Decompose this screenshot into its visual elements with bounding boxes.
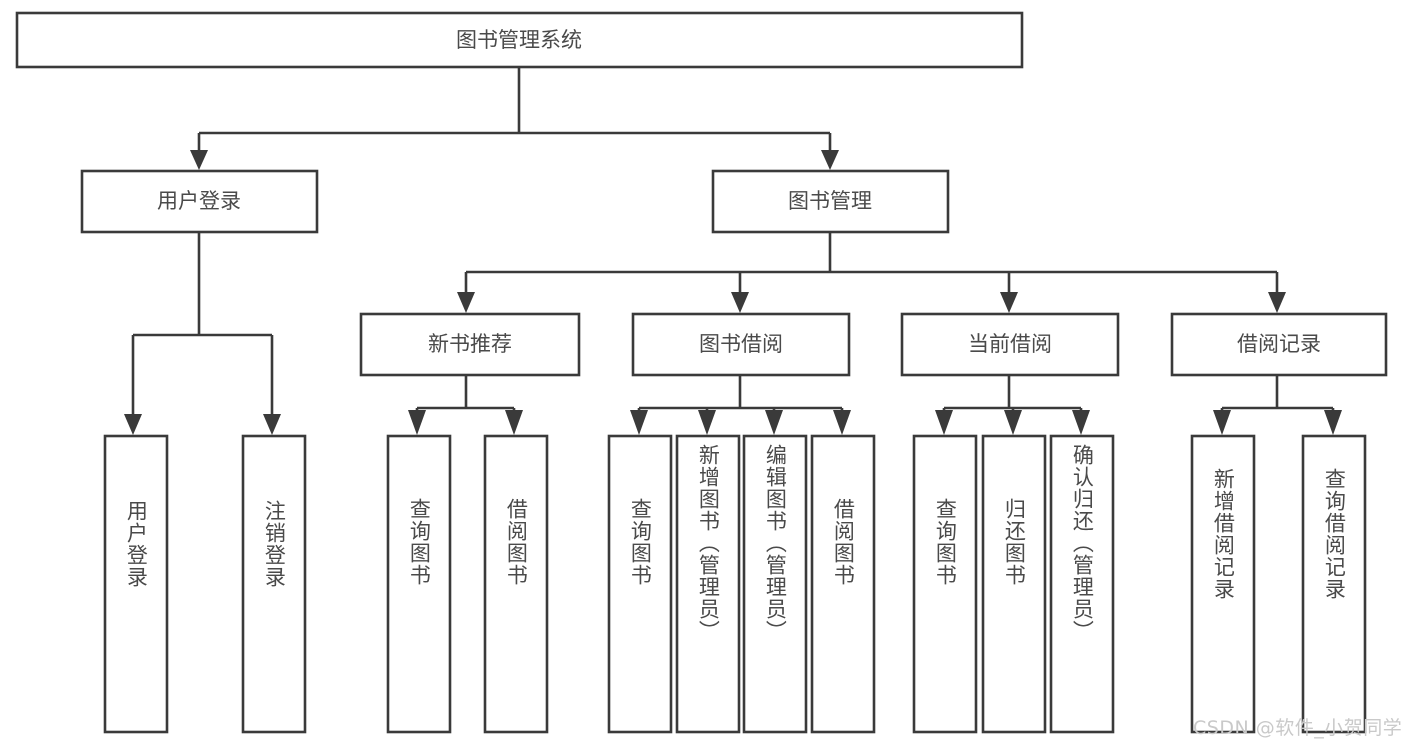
- node-leaf-query-book-2-box[interactable]: [607, 434, 673, 734]
- node-book-manage-box[interactable]: [711, 169, 950, 234]
- arrow-book-borrow-leaf-2: [698, 410, 716, 435]
- arrow-borrow-record-leaf-1: [1213, 410, 1231, 435]
- node-user-login[interactable]: 用户登录: [80, 169, 319, 234]
- node-current-borrow-label: 当前借阅: [968, 332, 1052, 356]
- node-user-login-box[interactable]: [80, 169, 319, 234]
- node-leaf-confirm-return-box[interactable]: [1049, 434, 1115, 734]
- node-borrow-record-label: 借阅记录: [1237, 332, 1321, 356]
- node-book-manage[interactable]: 图书管理: [711, 169, 950, 234]
- node-borrow-record-box[interactable]: [1170, 312, 1388, 377]
- node-leaf-query-book-3-box[interactable]: [912, 434, 978, 734]
- arrow-root-to-user-login: [190, 150, 208, 170]
- node-leaf-logout-box[interactable]: [241, 434, 307, 734]
- arrow-book-borrow-leaf-1: [630, 410, 648, 435]
- arrow-book-manage-borrow-record: [1268, 292, 1286, 313]
- connector-layer: [124, 67, 1342, 435]
- node-new-book-recommend-label: 新书推荐: [428, 332, 512, 356]
- arrow-current-borrow-leaf-1: [935, 410, 953, 435]
- node-leaf-borrow-book-1-box[interactable]: [483, 434, 549, 734]
- arrow-current-borrow-leaf-2: [1004, 410, 1022, 435]
- node-user-login-label: 用户登录: [157, 189, 241, 213]
- arrow-book-borrow-leaf-3: [765, 410, 783, 435]
- node-leaf-add-record-box[interactable]: [1190, 434, 1256, 734]
- arrow-book-manage-new-book: [457, 292, 475, 313]
- node-new-book-recommend-box[interactable]: [359, 312, 581, 377]
- node-book-borrow[interactable]: 图书借阅: [631, 312, 851, 377]
- node-book-borrow-box[interactable]: [631, 312, 851, 377]
- node-root-box[interactable]: [15, 11, 1024, 69]
- arrow-user-login-leaf-1: [124, 414, 142, 435]
- node-book-borrow-label: 图书借阅: [699, 332, 783, 356]
- arrow-user-login-leaf-2: [263, 414, 281, 435]
- watermark-text: CSDN @软件_小贺同学: [1193, 717, 1403, 739]
- arrow-book-manage-current-borrow: [1000, 292, 1018, 313]
- arrow-new-book-leaf-1: [408, 410, 426, 435]
- node-book-manage-label: 图书管理: [788, 189, 872, 213]
- node-leaf-query-book-1-box[interactable]: [386, 434, 452, 734]
- node-current-borrow[interactable]: 当前借阅: [900, 312, 1120, 377]
- arrow-new-book-leaf-2: [505, 410, 523, 435]
- node-leaf-return-book-box[interactable]: [981, 434, 1047, 734]
- node-leaf-edit-book-box[interactable]: [742, 434, 808, 734]
- node-leaf-query-record-box[interactable]: [1301, 434, 1367, 734]
- node-current-borrow-box[interactable]: [900, 312, 1120, 377]
- node-leaf-borrow-book-2-box[interactable]: [810, 434, 876, 734]
- arrow-root-to-book-manage: [821, 150, 839, 170]
- node-borrow-record[interactable]: 借阅记录: [1170, 312, 1388, 377]
- arrow-current-borrow-leaf-3: [1072, 410, 1090, 435]
- arrow-book-manage-book-borrow: [731, 292, 749, 313]
- node-new-book-recommend[interactable]: 新书推荐: [359, 312, 581, 377]
- node-layer: 图书管理系统 用户登录 图书管理 新书推荐 图书借阅: [15, 11, 1388, 734]
- node-leaf-user-login-box[interactable]: [103, 434, 169, 734]
- node-root-label: 图书管理系统: [456, 28, 582, 52]
- node-root[interactable]: 图书管理系统: [15, 11, 1024, 69]
- arrow-borrow-record-leaf-2: [1324, 410, 1342, 435]
- arrow-book-borrow-leaf-4: [833, 410, 851, 435]
- node-leaf-add-book-box[interactable]: [675, 434, 741, 734]
